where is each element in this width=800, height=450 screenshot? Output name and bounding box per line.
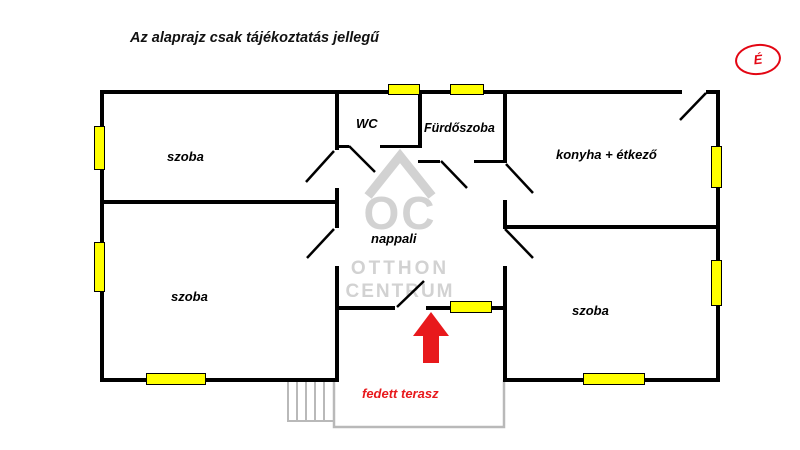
door-kitchen	[505, 163, 534, 194]
watermark-line1: OTTHON	[350, 258, 450, 279]
door-kitchen-rear	[679, 92, 707, 121]
wall-bathroom-bottom-a	[418, 160, 440, 163]
door-wc	[348, 145, 376, 173]
window-right-kitchen	[711, 146, 722, 188]
disclaimer-title: Az alaprajz csak tájékoztatás jellegű	[130, 30, 380, 46]
label-room-bottom-right: szoba	[572, 303, 609, 318]
wall-center-left-b	[335, 188, 339, 228]
label-living-room: nappali	[371, 231, 417, 246]
wall-left-rooms-divider	[100, 200, 339, 204]
north-compass: É	[733, 41, 783, 78]
wall-center-right-c	[503, 266, 507, 382]
door-room-top-left	[305, 150, 335, 183]
door-bathroom	[440, 160, 468, 189]
wall-top-right-segment	[706, 90, 720, 94]
label-covered-terrace: fedett terasz	[362, 386, 439, 401]
north-label: É	[752, 51, 764, 68]
label-kitchen-dining: konyha + étkező	[556, 147, 657, 162]
stairs-icon	[287, 380, 335, 422]
window-living-room	[450, 301, 492, 313]
wall-wc-bottom-a	[335, 145, 349, 148]
label-bathroom: Fürdőszoba	[424, 121, 495, 135]
door-room-bottom-left	[306, 228, 335, 259]
wall-center-left-a	[335, 90, 339, 150]
window-left-bottom	[94, 242, 105, 292]
window-top-wc	[388, 84, 420, 95]
wall-left	[100, 90, 104, 382]
wall-bathroom-bottom-b	[474, 160, 507, 163]
label-room-bottom-left: szoba	[171, 289, 208, 304]
window-bottom-left-room	[146, 373, 206, 385]
watermark-line2: CENTRUM	[345, 281, 455, 302]
window-right-room	[711, 260, 722, 306]
wall-right	[716, 90, 720, 382]
wall-wc-bathroom-divider	[418, 90, 422, 148]
label-wc: WC	[356, 116, 378, 131]
wall-living-bottom-a	[335, 306, 395, 310]
door-room-bottom-right	[504, 228, 534, 259]
wall-kitchen-room-divider	[503, 225, 720, 229]
wall-center-left-c	[335, 266, 339, 382]
wall-center-right-a	[503, 90, 507, 162]
wall-center-right-b	[503, 200, 507, 228]
window-bottom-right-room	[583, 373, 645, 385]
wall-bottom-left-segment	[100, 378, 338, 382]
window-left-top	[94, 126, 105, 170]
entrance-arrow-icon	[413, 312, 449, 363]
wall-wc-bottom-b	[380, 145, 422, 148]
window-top-bathroom	[450, 84, 484, 95]
label-room-top-left: szoba	[167, 149, 204, 164]
